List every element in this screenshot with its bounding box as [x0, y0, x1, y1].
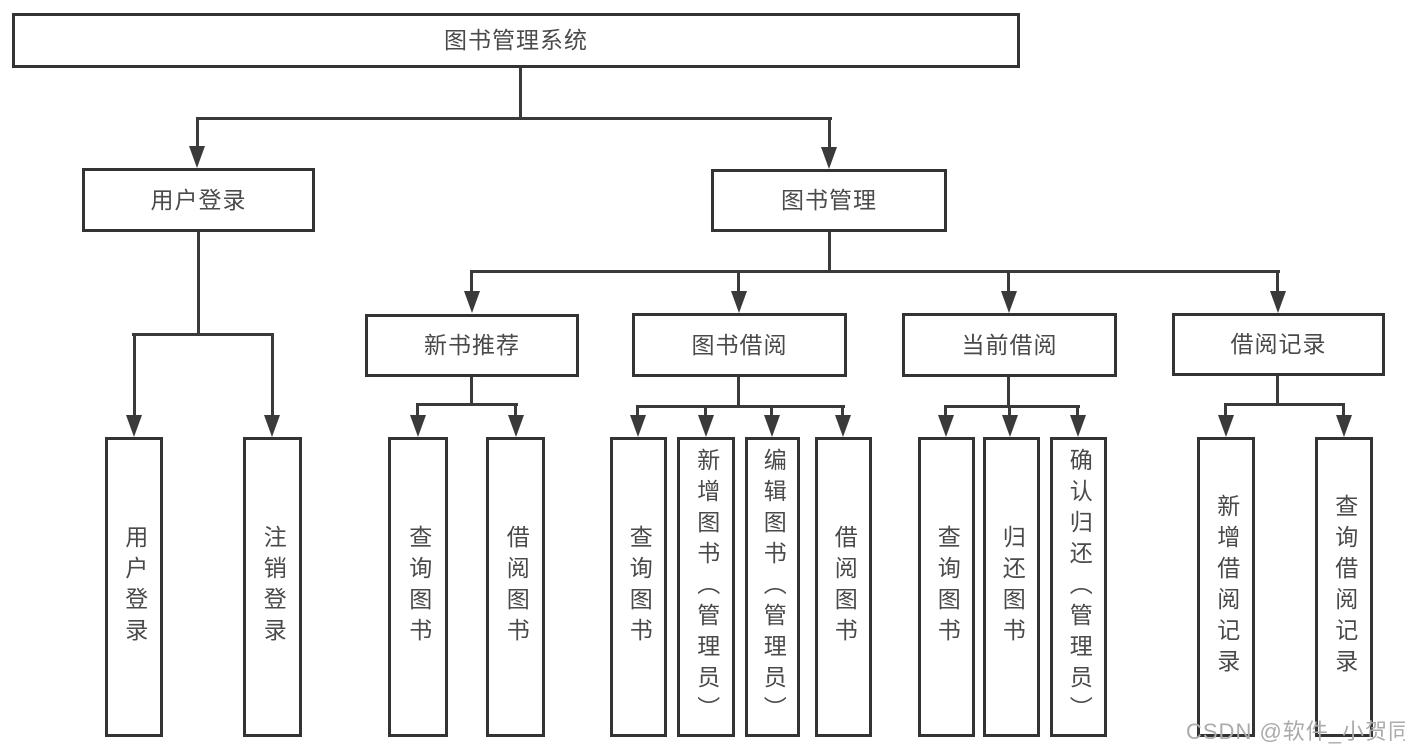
connector-borrow-stem-1 — [636, 405, 639, 415]
arrowhead-down-icon-borrow-leaf-1 — [630, 415, 646, 437]
node-user-login-label: 用户登录 — [150, 186, 247, 213]
arrowhead-down-icon-current — [1001, 291, 1017, 313]
arrowhead-down-icon-newbook — [464, 291, 480, 313]
leaf-borrow-add-label: 新增图书（管理员） — [693, 447, 720, 727]
connector-mgmt-stem-newbook — [470, 270, 473, 292]
connector-mgmt-stem-borrow — [737, 270, 740, 292]
connector-record-stem-1 — [1224, 403, 1227, 416]
arrowhead-down-icon-borrow — [731, 291, 747, 313]
connector-mgmt-bus — [470, 270, 1280, 273]
connector-current-vline — [1007, 377, 1010, 408]
leaf-current-query: 查询图书 — [918, 437, 975, 737]
connector-newbook-stem-2 — [514, 403, 517, 416]
connector-borrow-stem-4 — [841, 405, 844, 415]
node-root: 图书管理系统 — [12, 13, 1020, 68]
leaf-record-add: 新增借阅记录 — [1197, 437, 1255, 737]
connector-login-stem-1 — [133, 333, 136, 415]
leaf-logout: 注销登录 — [243, 437, 302, 737]
leaf-record-query-label: 查询借阅记录 — [1331, 494, 1358, 680]
leaf-newbook-query: 查询图书 — [388, 437, 448, 737]
node-root-label: 图书管理系统 — [444, 27, 588, 53]
arrowhead-down-icon-borrow-leaf-2 — [698, 415, 714, 437]
connector-current-bus — [945, 405, 1080, 408]
arrowhead-down-icon-current-leaf-2 — [1002, 415, 1018, 437]
node-current: 当前借阅 — [902, 313, 1117, 377]
connector-root-vline — [519, 68, 522, 118]
arrowhead-down-icon-record — [1270, 291, 1286, 313]
connector-record-bus — [1224, 403, 1345, 406]
leaf-borrow-query-label: 查询图书 — [626, 525, 653, 649]
connector-current-stem-1 — [944, 405, 947, 415]
node-user-login: 用户登录 — [82, 168, 315, 232]
arrowhead-down-icon-login-leaf-1 — [126, 415, 142, 437]
connector-login-bus — [132, 333, 274, 336]
arrowhead-down-icon-current-leaf-1 — [938, 415, 954, 437]
connector-borrow-vline — [737, 377, 740, 408]
connector-root-bus — [196, 117, 832, 120]
node-borrow-label: 图书借阅 — [691, 331, 788, 358]
arrowhead-down-icon-user-login — [189, 146, 205, 168]
leaf-user-login: 用户登录 — [105, 437, 163, 737]
connector-newbook-stem-1 — [416, 403, 419, 416]
watermark-text: CSDN @软件_小贺同学 — [1186, 719, 1405, 744]
connector-borrow-stem-2 — [704, 405, 707, 415]
arrowhead-down-icon-login-leaf-2 — [264, 415, 280, 437]
connector-login-vline — [197, 232, 200, 335]
leaf-logout-label: 注销登录 — [260, 525, 287, 649]
leaf-borrow-edit: 编辑图书（管理员） — [745, 437, 800, 737]
leaf-borrow-query: 查询图书 — [610, 437, 667, 737]
connector-current-stem-2 — [1008, 405, 1011, 415]
leaf-newbook-borrow: 借阅图书 — [486, 437, 545, 737]
node-newbook-label: 新书推荐 — [424, 332, 520, 358]
leaf-current-confirm-label: 确认归还（管理员） — [1066, 447, 1093, 727]
node-current-label: 当前借阅 — [961, 331, 1058, 358]
arrowhead-down-icon-current-leaf-3 — [1070, 415, 1086, 437]
connector-newbook-bus — [416, 403, 518, 406]
leaf-newbook-query-label: 查询图书 — [405, 525, 432, 649]
node-book-mgmt-label: 图书管理 — [781, 187, 877, 213]
leaf-borrow-edit-label: 编辑图书（管理员） — [760, 447, 787, 727]
arrowhead-down-icon-record-leaf-2 — [1336, 415, 1352, 437]
leaf-user-login-label: 用户登录 — [121, 525, 148, 649]
arrowhead-down-icon-borrow-leaf-4 — [835, 415, 851, 437]
connector-record-stem-2 — [1342, 403, 1345, 416]
arrowhead-down-icon-borrow-leaf-3 — [764, 415, 780, 437]
leaf-current-return-label: 归还图书 — [999, 525, 1026, 649]
connector-record-vline — [1276, 376, 1279, 406]
connector-root-stem-user-login — [196, 117, 199, 148]
leaf-borrow-borrow-label: 借阅图书 — [831, 525, 858, 649]
arrowhead-down-icon-book-mgmt — [821, 147, 837, 169]
node-borrow: 图书借阅 — [632, 313, 847, 377]
leaf-borrow-add: 新增图书（管理员） — [677, 437, 735, 737]
leaf-current-query-label: 查询图书 — [934, 525, 961, 649]
arrowhead-down-icon-record-leaf-1 — [1218, 415, 1234, 437]
connector-mgmt-stem-record — [1276, 270, 1279, 292]
leaf-current-confirm: 确认归还（管理员） — [1050, 437, 1107, 737]
connector-current-stem-3 — [1076, 405, 1079, 415]
node-newbook: 新书推荐 — [365, 314, 579, 377]
connector-mgmt-vline — [828, 232, 831, 273]
node-book-mgmt: 图书管理 — [711, 169, 947, 232]
leaf-record-add-label: 新增借阅记录 — [1213, 494, 1240, 680]
connector-borrow-stem-3 — [770, 405, 773, 415]
node-record-label: 借阅记录 — [1230, 331, 1327, 357]
connector-mgmt-stem-current — [1007, 270, 1010, 292]
arrowhead-down-icon-newbook-leaf-2 — [508, 415, 524, 437]
node-record: 借阅记录 — [1172, 313, 1385, 376]
connector-login-stem-2 — [271, 333, 274, 415]
leaf-borrow-borrow: 借阅图书 — [815, 437, 872, 737]
leaf-newbook-borrow-label: 借阅图书 — [503, 525, 530, 649]
leaf-current-return: 归还图书 — [983, 437, 1040, 737]
connector-newbook-vline — [470, 377, 473, 406]
arrowhead-down-icon-newbook-leaf-1 — [410, 415, 426, 437]
connector-borrow-bus — [636, 405, 845, 408]
leaf-record-query: 查询借阅记录 — [1315, 437, 1373, 737]
connector-root-stem-book-mgmt — [828, 117, 831, 148]
